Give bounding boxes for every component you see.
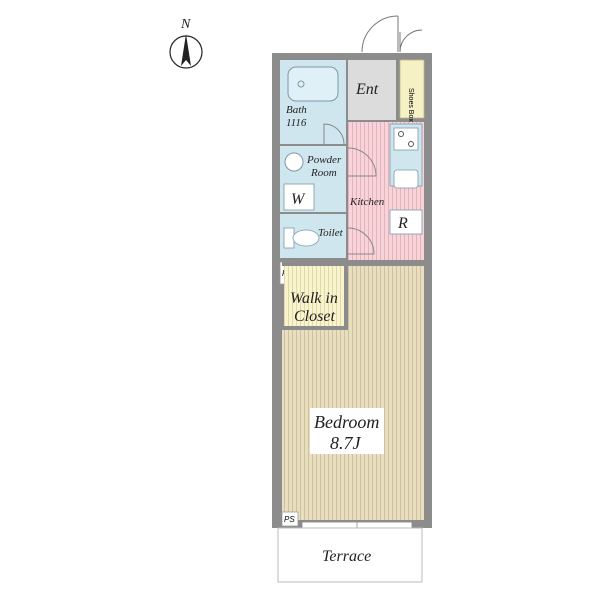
burner-icon	[408, 141, 414, 147]
bath-label: Bath	[286, 104, 307, 116]
entrance-door	[361, 15, 423, 53]
washbasin-icon	[284, 152, 304, 172]
bedroom-label: Bedroom	[314, 412, 379, 432]
walk-in-label-2: Closet	[294, 308, 335, 325]
bedroom-size-label: 8.7J	[330, 433, 362, 453]
sink-icon	[393, 169, 419, 189]
bedroom-label-box	[310, 408, 384, 454]
washer-space	[283, 183, 315, 211]
powder-room-label-1: Powder	[306, 154, 342, 166]
washer-label: W	[291, 191, 306, 208]
burner-icon	[398, 131, 404, 137]
terrace-area	[277, 527, 423, 583]
compass-arrow-icon	[181, 34, 191, 66]
compass: N	[169, 17, 203, 69]
kitchen-label: Kitchen	[349, 196, 385, 208]
toilet-tank-icon	[283, 227, 295, 249]
north-label: N	[180, 17, 191, 32]
bedroom-wall-segment	[348, 262, 424, 266]
drain-icon	[297, 80, 305, 88]
terrace-label: Terrace	[322, 548, 371, 565]
refrigerator-space	[389, 209, 423, 235]
bedroom-upper	[348, 266, 424, 332]
powder-room-label-2: Room	[310, 167, 337, 179]
stove-icon	[393, 127, 419, 151]
bath-door	[323, 123, 345, 145]
toilet-icon	[292, 229, 320, 247]
refrigerator-label: R	[397, 215, 408, 232]
entrance-area	[348, 60, 396, 120]
entrance-label: Ent	[355, 81, 379, 98]
bathtub-icon	[287, 66, 339, 102]
ps-bottom-label: PS	[284, 515, 295, 524]
walk-in-closet-area	[284, 264, 344, 326]
walk-in-label-1: Walk in	[290, 290, 338, 307]
pipe-space-bottom	[281, 511, 299, 527]
shoes-box	[399, 59, 425, 119]
powder-room-door	[347, 147, 377, 177]
bath-size-label: 1116	[286, 117, 307, 129]
shoes-box-label: Shoes Box	[407, 88, 414, 122]
toilet-door	[347, 227, 375, 255]
toilet-label: Toilet	[318, 227, 344, 239]
